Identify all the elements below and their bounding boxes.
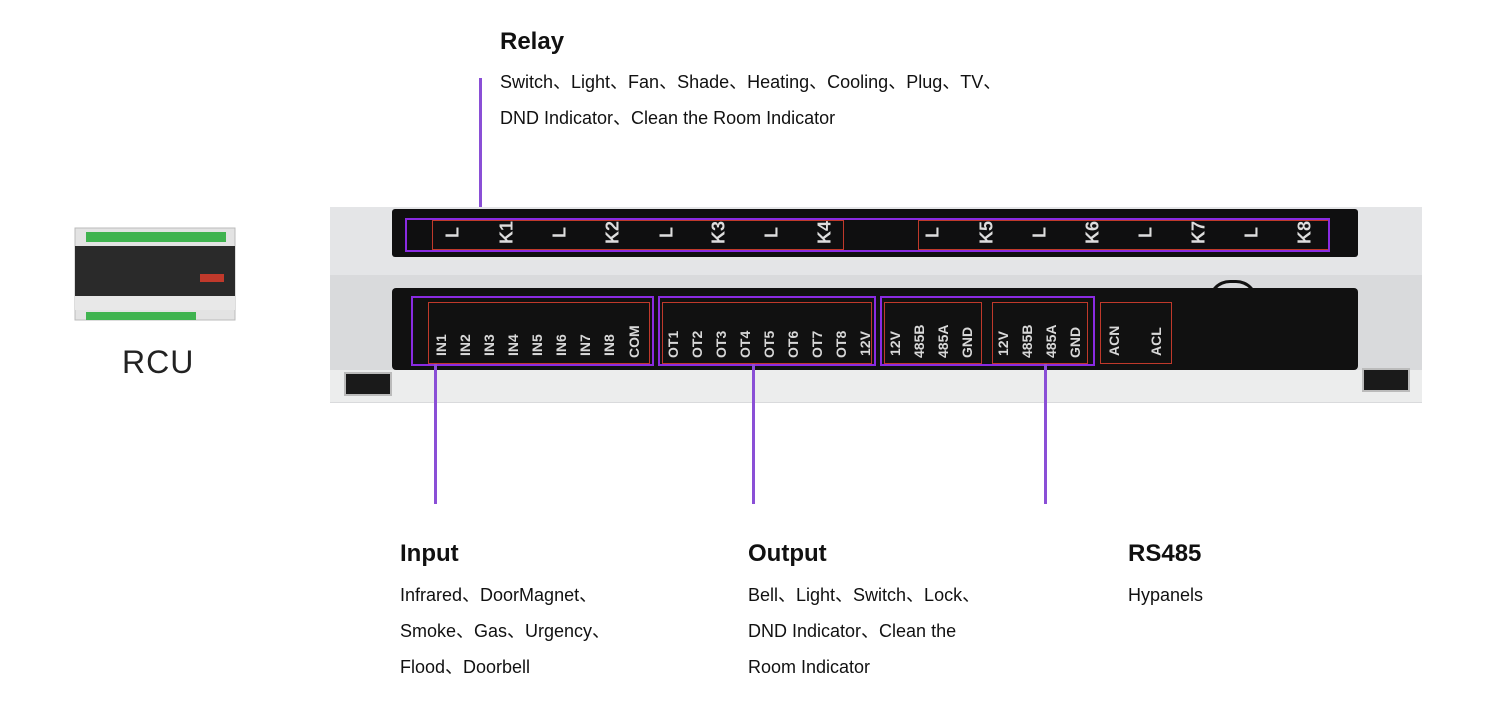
relay-highlight-box [405, 218, 1330, 252]
output-terminal: OT4 [737, 330, 753, 358]
output-terminal: OT6 [785, 330, 801, 358]
relay-terminal: K3 [708, 221, 729, 245]
rs485-terminal: GND [1067, 326, 1083, 358]
input-terminal: IN1 [433, 334, 449, 356]
rs485-desc-line1: Hypanels [1128, 585, 1204, 605]
rs485-b-outline [992, 302, 1088, 364]
relay-heading: Relay [500, 28, 565, 55]
relay-terminal: L [656, 227, 677, 238]
rs485-terminal: 485B [1019, 324, 1035, 358]
rs485-connector-line [1044, 364, 1047, 504]
input-terminal: IN3 [481, 334, 497, 356]
output-heading: Output [748, 540, 827, 567]
output-terminal: OT5 [761, 330, 777, 358]
relay-terminal: K7 [1188, 221, 1209, 245]
input-highlight-box [411, 296, 654, 366]
relay-desc-line1: Switch、Light、Fan、Shade、Heating、Cooling、P… [500, 72, 1002, 92]
input-inner-outline [428, 302, 650, 364]
input-terminal: IN2 [457, 334, 473, 356]
power-terminal: ACN [1106, 325, 1122, 356]
output-terminal: OT7 [809, 330, 825, 358]
rs485-heading: RS485 [1128, 540, 1202, 567]
input-terminal: IN5 [529, 334, 545, 356]
output-terminal: OT3 [713, 330, 729, 358]
input-connector-line [434, 364, 437, 504]
rs485-a-outline [884, 302, 982, 364]
rs485-terminal: 12V [887, 331, 903, 356]
relay-terminal: L [1029, 227, 1050, 238]
input-heading: Input [400, 540, 459, 567]
rs485-terminal: 485A [935, 324, 951, 358]
relay-terminal: L [1241, 227, 1262, 238]
module-lower-rail [330, 370, 1422, 402]
input-terminal: IN8 [601, 334, 617, 356]
output-highlight-box [658, 296, 876, 366]
rs485-terminal: 485B [911, 324, 927, 358]
output-desc-line2: DND Indicator、Clean the [748, 621, 957, 641]
relay-connector-line [479, 78, 482, 216]
relay-terminal: K5 [976, 221, 997, 245]
rcu-thumbnail [70, 224, 240, 324]
input-terminal: COM [626, 325, 642, 358]
input-desc-line2: Smoke、Gas、Urgency、 [400, 621, 611, 641]
rcu-label: RCU [122, 344, 195, 380]
relay-terminal: K8 [1294, 221, 1315, 245]
output-terminal: 12V [857, 331, 873, 356]
relay-terminal: L [922, 227, 943, 238]
output-terminal: OT8 [833, 330, 849, 358]
output-inner-outline [662, 302, 872, 364]
input-terminal: IN6 [553, 334, 569, 356]
rs485-highlight-box [880, 296, 1095, 366]
relay-terminal: K4 [814, 221, 835, 245]
rs485-terminal: 12V [995, 331, 1011, 356]
relay-group-a-outline [432, 220, 844, 250]
relay-terminal: L [761, 227, 782, 238]
rs485-terminal: 485A [1043, 324, 1059, 358]
relay-terminal: K6 [1082, 221, 1103, 245]
output-terminal: OT2 [689, 330, 705, 358]
output-terminal: OT1 [665, 330, 681, 358]
relay-desc-line2: DND Indicator、Clean the Room Indicator [500, 108, 836, 128]
input-desc-line3: Flood、Doorbell [400, 657, 531, 677]
relay-terminal: L [442, 227, 463, 238]
din-clip-right [1362, 368, 1410, 392]
input-terminal: IN4 [505, 334, 521, 356]
output-desc-line3: Room Indicator [748, 657, 871, 677]
relay-terminal: K1 [496, 221, 517, 245]
rs485-terminal: GND [959, 326, 975, 358]
output-connector-line [752, 364, 755, 504]
input-desc-line1: Infrared、DoorMagnet、 [400, 585, 598, 605]
output-desc-line1: Bell、Light、Switch、Lock、 [748, 585, 981, 605]
power-terminal: ACL [1148, 327, 1164, 356]
power-outline [1100, 302, 1172, 364]
relay-terminal: K2 [602, 221, 623, 245]
relay-terminal: L [1135, 227, 1156, 238]
input-terminal: IN7 [577, 334, 593, 356]
relay-terminal: L [549, 227, 570, 238]
din-clip-left [344, 372, 392, 396]
